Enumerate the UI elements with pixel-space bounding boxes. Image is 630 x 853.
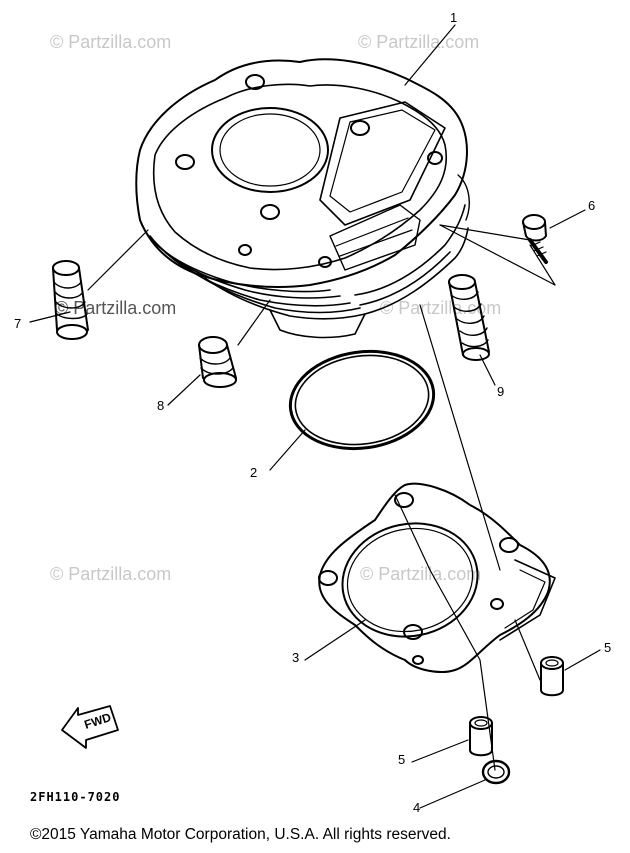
clip-part bbox=[481, 759, 511, 785]
diagram-reference-number: 2FH110-7020 bbox=[30, 790, 121, 804]
stud-bolt-part bbox=[198, 336, 237, 388]
callout-4: 4 bbox=[413, 800, 421, 815]
callout-5: 5 bbox=[398, 752, 406, 767]
watermark: © Partzilla.com bbox=[50, 564, 172, 584]
watermark: © Partzilla.com bbox=[360, 564, 482, 584]
callout-2: 2 bbox=[250, 465, 258, 480]
bolt-part bbox=[522, 214, 548, 264]
o-ring-part bbox=[288, 349, 436, 451]
dowel-pin-part bbox=[469, 716, 493, 757]
callout-9: 9 bbox=[497, 384, 505, 399]
callout-3: 3 bbox=[292, 650, 300, 665]
cylinder-part bbox=[135, 58, 470, 339]
dowel-pin-part bbox=[540, 656, 564, 697]
callout-1: 1 bbox=[450, 10, 458, 25]
watermark: © Partzilla.com bbox=[358, 32, 480, 52]
callout-5: 5 bbox=[604, 640, 612, 655]
fwd-arrow-icon bbox=[61, 705, 119, 749]
callout-7: 7 bbox=[14, 316, 22, 331]
leader-lines bbox=[29, 24, 601, 809]
watermark: © Partzilla.com bbox=[380, 298, 502, 318]
callout-8: 8 bbox=[157, 398, 165, 413]
callout-6: 6 bbox=[588, 198, 596, 213]
cylinder-gasket-part bbox=[318, 482, 556, 673]
copyright-notice: ©2015 Yamaha Motor Corporation, U.S.A. A… bbox=[30, 826, 451, 843]
watermark: © Partzilla.com bbox=[50, 32, 172, 52]
stud-bolt-part bbox=[448, 274, 490, 361]
stud-bolt-part bbox=[52, 260, 89, 340]
